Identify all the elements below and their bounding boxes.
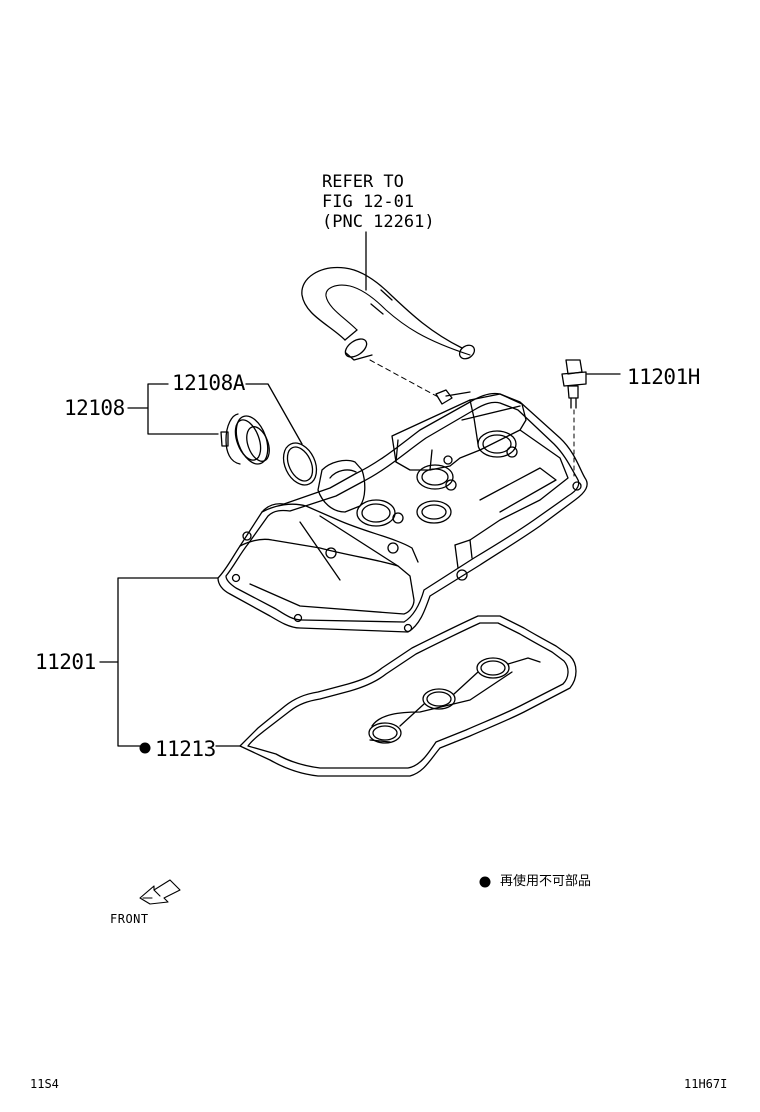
leader-12108a — [245, 383, 303, 445]
cover-hole-3 — [356, 499, 396, 527]
footer-right-code: 11H67I — [684, 1077, 728, 1091]
dashed-hose-connection — [369, 359, 441, 399]
cylinder-head-cover — [217, 389, 588, 633]
cover-hole-4 — [416, 500, 452, 524]
cover-hole-2 — [416, 464, 454, 490]
part-label-12108[interactable]: 12108 — [64, 396, 125, 420]
head-cover-gasket — [239, 615, 577, 777]
refer-line-1: REFER TO — [322, 172, 404, 192]
leader-12108-bracket — [127, 383, 219, 435]
leader-11201-bracket — [99, 577, 219, 747]
refer-line-2: FIG 12-01 — [322, 192, 415, 212]
refer-line-3: (PNC 12261) — [322, 212, 435, 232]
footer-left-code: 11S4 — [30, 1077, 59, 1091]
cover-hole-1 — [477, 430, 517, 458]
breather-hose — [301, 266, 476, 361]
legend-non-reusable-text: 再使用不可部品 — [500, 874, 592, 889]
part-label-12108a[interactable]: 12108A — [172, 371, 245, 395]
part-label-11201[interactable]: 11201 — [35, 650, 96, 674]
part-label-11213[interactable]: 11213 — [155, 737, 216, 761]
front-arrow-icon — [139, 879, 181, 905]
front-label: FRONT — [110, 912, 149, 926]
reuse-dot-11213 — [139, 742, 151, 754]
legend-dot-icon — [479, 876, 491, 888]
o-ring — [282, 442, 318, 486]
oil-filler-cap — [220, 413, 270, 465]
part-label-11201h[interactable]: 11201H — [627, 365, 700, 389]
bolt-11201h — [561, 359, 621, 477]
